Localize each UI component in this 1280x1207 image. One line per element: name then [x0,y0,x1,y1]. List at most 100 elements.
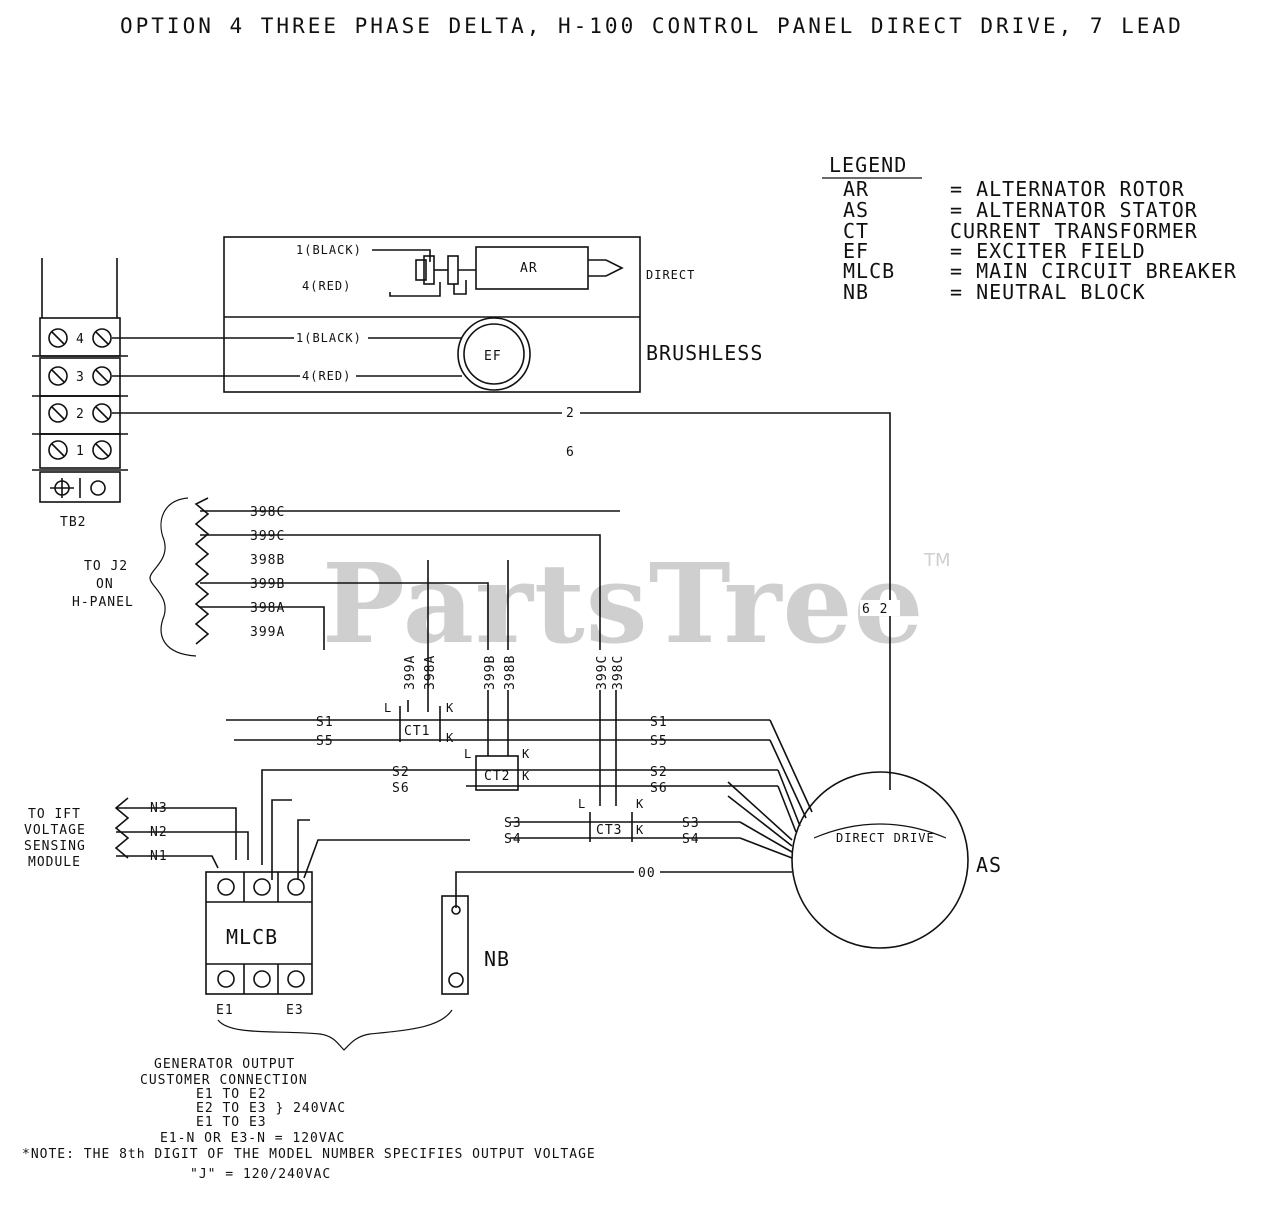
excitation-panel: 1(BLACK) 4(RED) AR DIRECT 1(BLACK) 4(RED… [223,236,762,393]
ct3-label: CT3 [596,823,622,838]
tb2-ground-terminal [39,471,121,503]
watermark-tm: TM [923,550,951,571]
legend-abbr-ef: EF [843,239,869,263]
ground-symbol-icon [50,478,106,498]
lead-left-s5: S5 [316,734,334,749]
ct3-k-label: K [636,797,644,811]
current-transformer-ct2: CT2 L K K [464,747,530,791]
ct-lead-398b: 398B [503,655,518,690]
sense-lead-n1: N1 [150,849,168,864]
diagram-title: OPTION 4 THREE PHASE DELTA, H-100 CONTRO… [120,14,1184,38]
tb2-label-1: 1 [76,444,85,459]
legend-abbr-as: AS [843,198,869,222]
legend: LEGEND AR = ALTERNATOR ROTOR AS = ALTERN… [822,153,1237,304]
wire-label-00: 00 [638,866,656,881]
output-notes: GENERATOR OUTPUT CUSTOMER CONNECTION E1 … [22,1057,595,1182]
voltage-sensing-leads: N3 N2 N1 TO IFT VOLTAGE SENSING MODULE [24,797,249,870]
sense-note-2: VOLTAGE [24,823,86,838]
legend-abbr-mlcb: MLCB [843,259,895,283]
sense-lead-n2: N2 [150,825,168,840]
lead-left-s6: S6 [392,781,410,796]
rotor-wire-4-red: 4(RED) [302,279,351,293]
mlcb-e1-label: E1 [216,1003,234,1018]
ct-leads: 399A 398A 399B 398B 399C 398C [403,650,626,806]
rotor-label-ar: AR [520,261,538,276]
j2-label-398b: 398B [250,553,285,568]
j2-note-1: TO J2 [84,559,128,574]
ct-lead-398a: 398A [423,655,438,690]
field-wire-4-red: 4(RED) [302,369,351,383]
legend-desc-ct: CURRENT TRANSFORMER [950,219,1198,243]
wire-label-2: 2 [566,406,575,421]
tb2-label: TB2 [60,515,86,530]
mlcb-e3-label: E3 [286,1003,304,1018]
panel-box [223,236,641,393]
current-transformer-ct3: CT3 L K K [578,797,644,842]
output-line-1: GENERATOR OUTPUT [154,1057,295,1072]
output-line-5: E1 TO E3 [196,1115,267,1130]
wire-label-6-2: 6 2 [862,602,888,617]
legend-desc-nb: = NEUTRAL BLOCK [950,280,1146,304]
ct1-k-label: K [446,701,454,715]
output-line-2: CUSTOMER CONNECTION [140,1073,308,1088]
lead-right-s4: S4 [682,832,700,847]
legend-abbr-nb: NB [843,280,869,304]
legend-abbr-ct: CT [843,219,869,243]
ct-lead-399c: 399C [595,655,610,690]
ct2-l-label: L [464,747,472,761]
output-line-3: E1 TO E2 [196,1087,267,1102]
wire-label-6: 6 [566,445,575,460]
lead-right-s3: S3 [682,816,700,831]
current-transformer-ct1: CT1 L K K [384,701,454,745]
ct3-k2-label: K [636,823,644,837]
ct2-k-label: K [522,747,530,761]
j2-label-398a: 398A [250,601,285,616]
lead-left-s1: S1 [316,715,334,730]
ct-lead-399b: 399B [483,655,498,690]
nb-label: NB [484,947,510,971]
ct2-label: CT2 [484,769,510,784]
legend-desc-ef: = EXCITER FIELD [950,239,1146,263]
tb2-label-3: 3 [76,370,85,385]
legend-desc-mlcb: = MAIN CIRCUIT BREAKER [950,259,1237,283]
sense-lead-n3: N3 [150,801,168,816]
terminal-block-tb2: 4 3 2 1 TB2 [32,258,128,530]
watermark: PartsTree [322,539,925,668]
screw-icon [48,328,112,460]
mlcb-label: MLCB [226,925,278,949]
output-note-2: "J" = 120/240VAC [190,1167,331,1182]
rotor-wire-1-black: 1(BLACK) [296,243,362,257]
legend-desc-ar: = ALTERNATOR ROTOR [950,177,1185,201]
ct1-label: CT1 [404,724,430,739]
lead-right-s6: S6 [650,781,668,796]
direct-label: DIRECT [646,268,695,282]
legend-heading: LEGEND [829,153,907,177]
ct2-k2-label: K [522,769,530,783]
tb2-label-2: 2 [76,407,85,422]
stator-leads: S1 S5 S2 S6 S3 S4 S1 S5 S2 S6 S3 S4 [226,715,813,865]
ct3-l-label: L [578,797,586,811]
lead-right-s1: S1 [650,715,668,730]
sense-note-1: TO IFT [28,807,81,822]
field-label-ef: EF [484,349,502,364]
stator-inner-label: DIRECT DRIVE [836,831,935,845]
neutral-block-nb: NB [441,895,510,995]
ct-lead-399a: 399A [403,655,418,690]
legend-abbr-ar: AR [843,177,869,201]
output-line-4: E2 TO E3 } 240VAC [196,1101,346,1116]
lead-left-s4: S4 [504,832,522,847]
j2-note-2: ON [96,577,114,592]
output-line-6: E1-N OR E3-N = 120VAC [160,1131,345,1146]
lead-left-s2: S2 [392,765,410,780]
alternator-rotor-ar [475,246,589,290]
j2-label-399b: 399B [250,577,285,592]
alternator-stator-as: DIRECT DRIVE AS [791,771,1002,949]
ct1-k2-label: K [446,731,454,745]
lead-right-s2: S2 [650,765,668,780]
j2-connector: 398C 399C 398B 399B 398A 399A TO J2 ON H… [72,497,620,657]
wire-2-to-stator [112,412,891,790]
stator-label-as: AS [976,853,1002,877]
ct-lead-398c: 398C [611,655,626,690]
